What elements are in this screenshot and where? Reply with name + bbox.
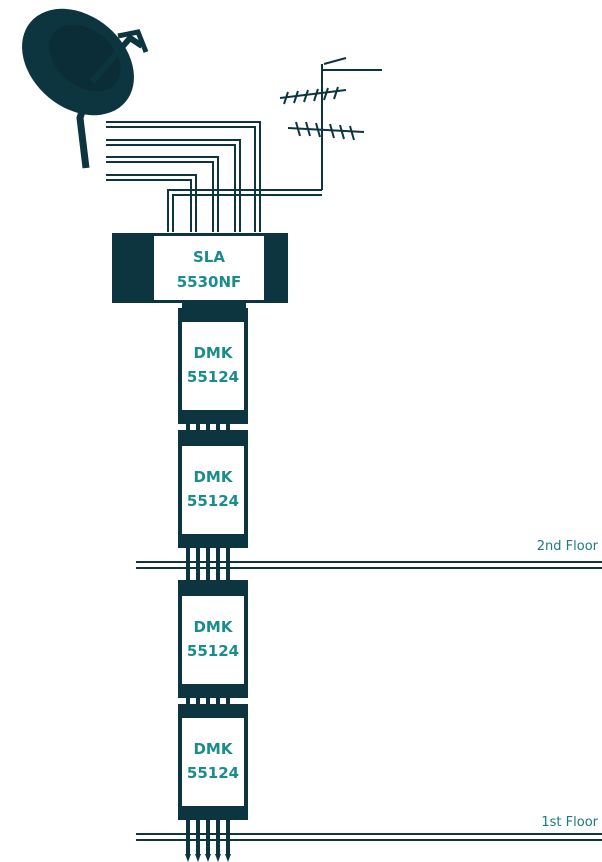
tap-device-4: DMK 55124 <box>178 704 248 820</box>
terrestrial-antenna-icon <box>279 57 382 190</box>
multiswitch-sla: SLA 5530NF <box>112 233 288 303</box>
floor-label-lower: 1st Floor <box>541 815 598 830</box>
floor-label-upper: 2nd Floor <box>537 539 599 554</box>
satellite-dish-icon <box>22 8 149 169</box>
tap-3-label-line2: 55124 <box>187 642 239 660</box>
tap-device-1: DMK 55124 <box>178 308 248 424</box>
tap-3-label-line1: DMK <box>193 618 233 636</box>
tap-4-label-line2: 55124 <box>187 764 239 782</box>
lnb-cables <box>106 121 322 232</box>
switch-label-line2: 5530NF <box>177 273 242 291</box>
tap-1-label-line2: 55124 <box>187 368 239 386</box>
tap-2-label-line2: 55124 <box>187 492 239 510</box>
tap-2-label-line1: DMK <box>193 468 233 486</box>
floor-line-lower <box>136 833 602 841</box>
tap-device-2: DMK 55124 <box>178 430 248 548</box>
floor-line-upper <box>136 561 602 569</box>
output-arrows <box>185 854 231 862</box>
tap-device-3: DMK 55124 <box>178 580 248 698</box>
switch-label-line1: SLA <box>193 248 225 266</box>
tap-1-label-line1: DMK <box>193 344 233 362</box>
tap-4-label-line1: DMK <box>193 740 233 758</box>
